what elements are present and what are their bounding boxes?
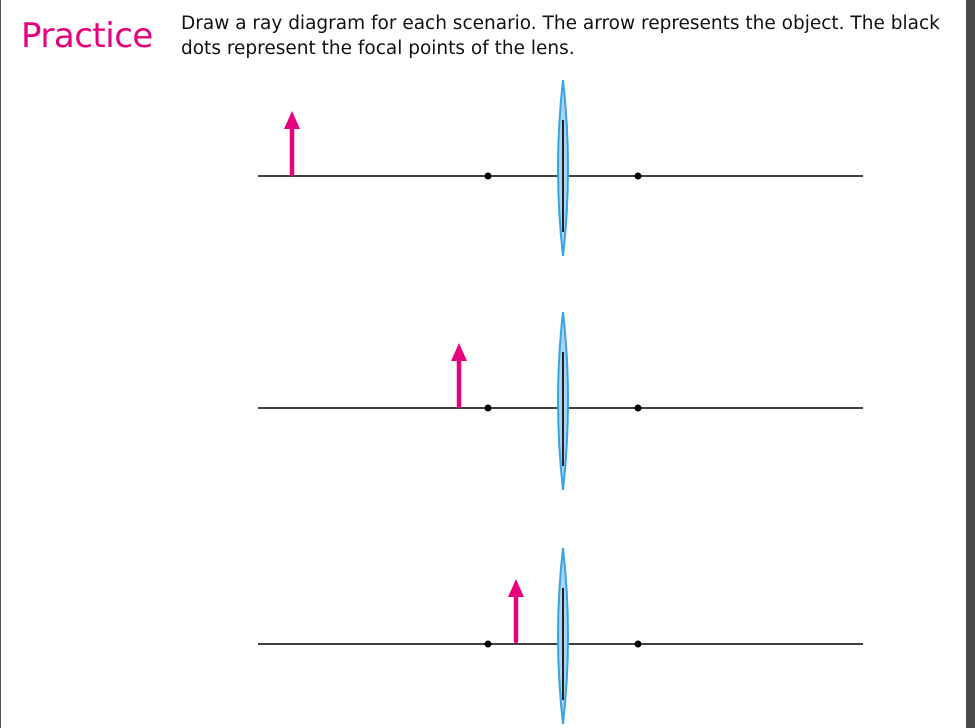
scenario-2 xyxy=(258,311,863,491)
focal-point-dot-left xyxy=(484,172,492,180)
object-arrow-icon xyxy=(508,579,524,644)
focal-point-dot-left xyxy=(484,404,492,412)
focal-point-dot-right xyxy=(634,404,642,412)
object-arrow-icon xyxy=(284,111,300,177)
focal-point-dot-right xyxy=(634,640,642,648)
scenario-1 xyxy=(258,79,863,257)
window-edge xyxy=(966,0,975,728)
instructions-text: Draw a ray diagram for each scenario. Th… xyxy=(181,13,940,59)
object-arrow-icon xyxy=(451,343,467,409)
focal-point-dot-left xyxy=(484,640,492,648)
page-title: Practice xyxy=(21,16,153,56)
scenario-3 xyxy=(258,547,863,725)
focal-point-dot-right xyxy=(634,172,642,180)
